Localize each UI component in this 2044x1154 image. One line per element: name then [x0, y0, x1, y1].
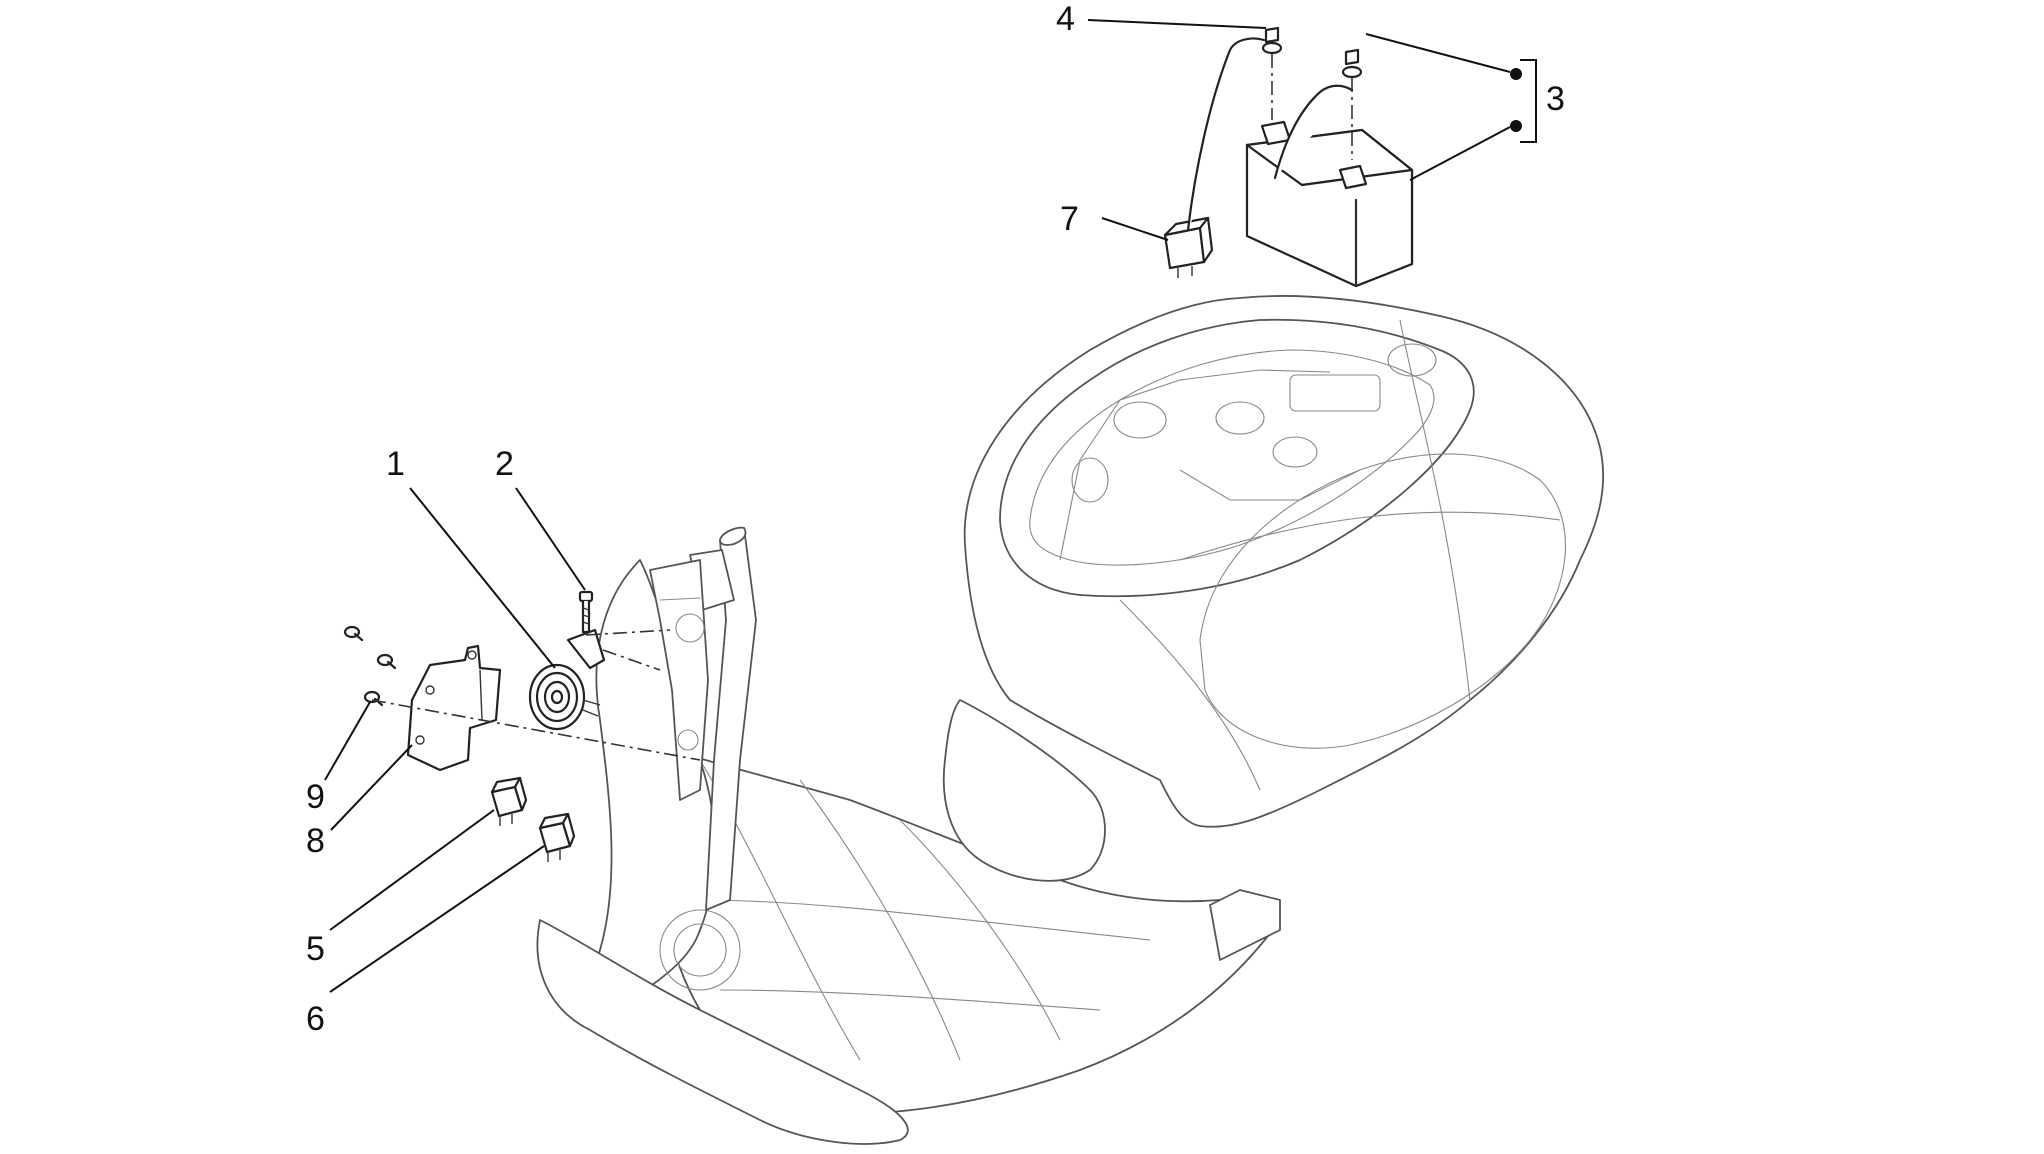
callout-9: 9: [306, 778, 325, 816]
bracket-screws-part: [343, 625, 397, 707]
callout-7: 7: [1060, 200, 1079, 238]
callout-8: 8: [306, 822, 325, 860]
callout-3: 3: [1546, 80, 1565, 118]
assembly-lines-horn: [371, 629, 701, 761]
horn-bolt-part: [578, 590, 594, 634]
battery-part: [1186, 26, 1414, 288]
callout-2: 2: [495, 445, 514, 483]
callout-4: 4: [1056, 0, 1075, 38]
horn-part: [528, 628, 606, 731]
callout-3-dot-top: [1510, 68, 1522, 80]
leader-lines: [324, 19, 1537, 993]
callout-1: 1: [386, 445, 405, 483]
callout-3-dot-bottom: [1510, 120, 1522, 132]
scooter-body-frame: [536, 295, 1605, 1145]
assembly-lines-battery: [1271, 54, 1353, 160]
relay-part-5: [490, 776, 528, 826]
horn-bracket-part: [406, 644, 502, 772]
callout-6: 6: [306, 1000, 325, 1038]
callout-5: 5: [306, 930, 325, 968]
relay-part-6: [538, 812, 576, 862]
